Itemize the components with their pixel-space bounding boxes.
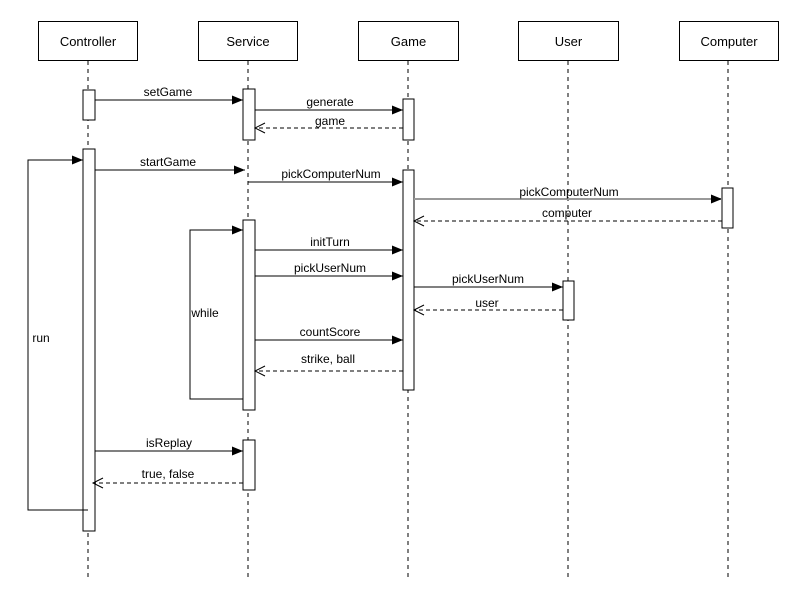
- message-label-setgame: setGame: [143, 85, 193, 99]
- activation-computer: [721, 187, 734, 229]
- message-label-while: while: [191, 306, 219, 320]
- message-label-isreplay: isReplay: [145, 436, 193, 450]
- message-label-pickusernum-service: pickUserNum: [293, 261, 367, 275]
- message-label-user-return: user: [475, 296, 499, 310]
- actor-box-controller: Controller: [38, 21, 138, 61]
- activation-service-while: [242, 219, 256, 411]
- message-label-pickusernum-game: pickUserNum: [451, 272, 525, 286]
- message-label-computer-return: computer: [541, 206, 593, 220]
- activation-user: [562, 280, 575, 321]
- actor-box-user: User: [518, 21, 619, 61]
- activation-service-setgame: [242, 88, 256, 141]
- actor-label-user: User: [554, 33, 583, 49]
- run-self-loop-arrow: [27, 155, 88, 511]
- activation-controller-run: [82, 148, 96, 532]
- activation-service-isreplay: [242, 439, 256, 491]
- message-label-startgame: startGame: [139, 155, 197, 169]
- actor-label-computer: Computer: [700, 33, 758, 49]
- message-label-game-return: game: [314, 114, 346, 128]
- message-label-generate: generate: [306, 95, 354, 109]
- message-label-initturn: initTurn: [310, 235, 350, 249]
- message-label-true-false: true, false: [141, 467, 195, 481]
- message-label-pickcomputernum-service: pickComputerNum: [281, 167, 381, 181]
- actor-box-game: Game: [358, 21, 459, 61]
- activation-game-turn: [402, 169, 415, 391]
- message-label-countscore: countScore: [299, 325, 361, 339]
- while-loop-arrow: [189, 225, 243, 400]
- actor-label-game: Game: [390, 33, 427, 49]
- actor-label-controller: Controller: [59, 33, 117, 49]
- message-label-run: run: [32, 331, 50, 345]
- activation-game-generate: [402, 98, 415, 141]
- actor-box-service: Service: [198, 21, 298, 61]
- actor-box-computer: Computer: [679, 21, 779, 61]
- activation-controller-setgame: [82, 89, 96, 121]
- actor-label-service: Service: [226, 33, 270, 49]
- message-label-strike-ball: strike, ball: [300, 352, 356, 366]
- message-label-pickcomputernum-game: pickComputerNum: [519, 185, 619, 199]
